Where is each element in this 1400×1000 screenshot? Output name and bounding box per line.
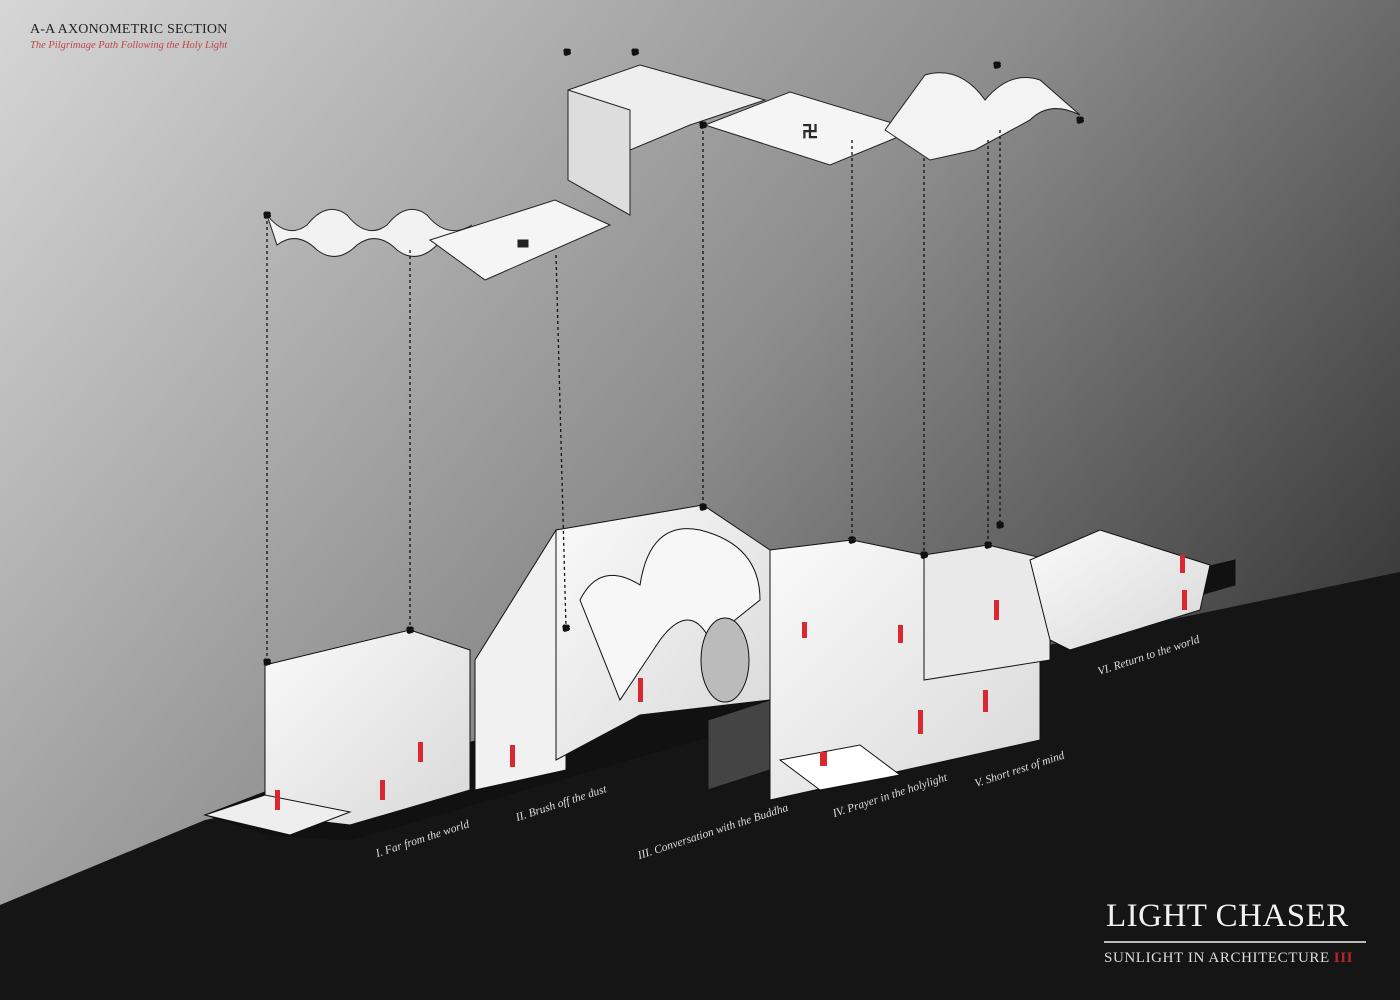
vaulted-roof bbox=[266, 208, 473, 257]
connector-lines bbox=[262, 47, 1085, 667]
figure bbox=[380, 780, 385, 800]
figure bbox=[802, 622, 807, 638]
brand-title: LIGHT CHASER bbox=[1106, 898, 1349, 934]
series-number: III bbox=[1333, 950, 1354, 966]
brand-divider bbox=[1104, 941, 1366, 943]
figure bbox=[898, 625, 903, 643]
drawing-title: A-A AXONOMETRIC SECTION bbox=[30, 22, 228, 37]
figure bbox=[1180, 555, 1185, 573]
figure bbox=[275, 790, 280, 810]
tagline-text: SUNLIGHT IN ARCHITECTURE bbox=[1104, 950, 1330, 966]
figure bbox=[418, 742, 423, 762]
roof-pieces: 卍 bbox=[266, 64, 1081, 281]
human-figures bbox=[275, 555, 1187, 810]
figure bbox=[983, 690, 988, 712]
figure bbox=[638, 678, 643, 702]
space-6-walls bbox=[1029, 529, 1211, 651]
figure bbox=[994, 600, 999, 620]
ground-plane bbox=[0, 572, 1400, 1000]
figure bbox=[510, 745, 515, 767]
figure bbox=[1182, 590, 1187, 610]
curved-roof bbox=[884, 72, 1081, 161]
drawing-subtitle: The Pilgrimage Path Following the Holy L… bbox=[30, 40, 228, 51]
building-section bbox=[203, 504, 1236, 841]
swastika-icon: 卍 bbox=[802, 123, 818, 141]
space-1-walls bbox=[264, 629, 471, 826]
vault-ceiling bbox=[579, 528, 761, 702]
figure bbox=[820, 752, 827, 766]
figure bbox=[918, 710, 923, 734]
buddha-statue bbox=[700, 617, 750, 703]
